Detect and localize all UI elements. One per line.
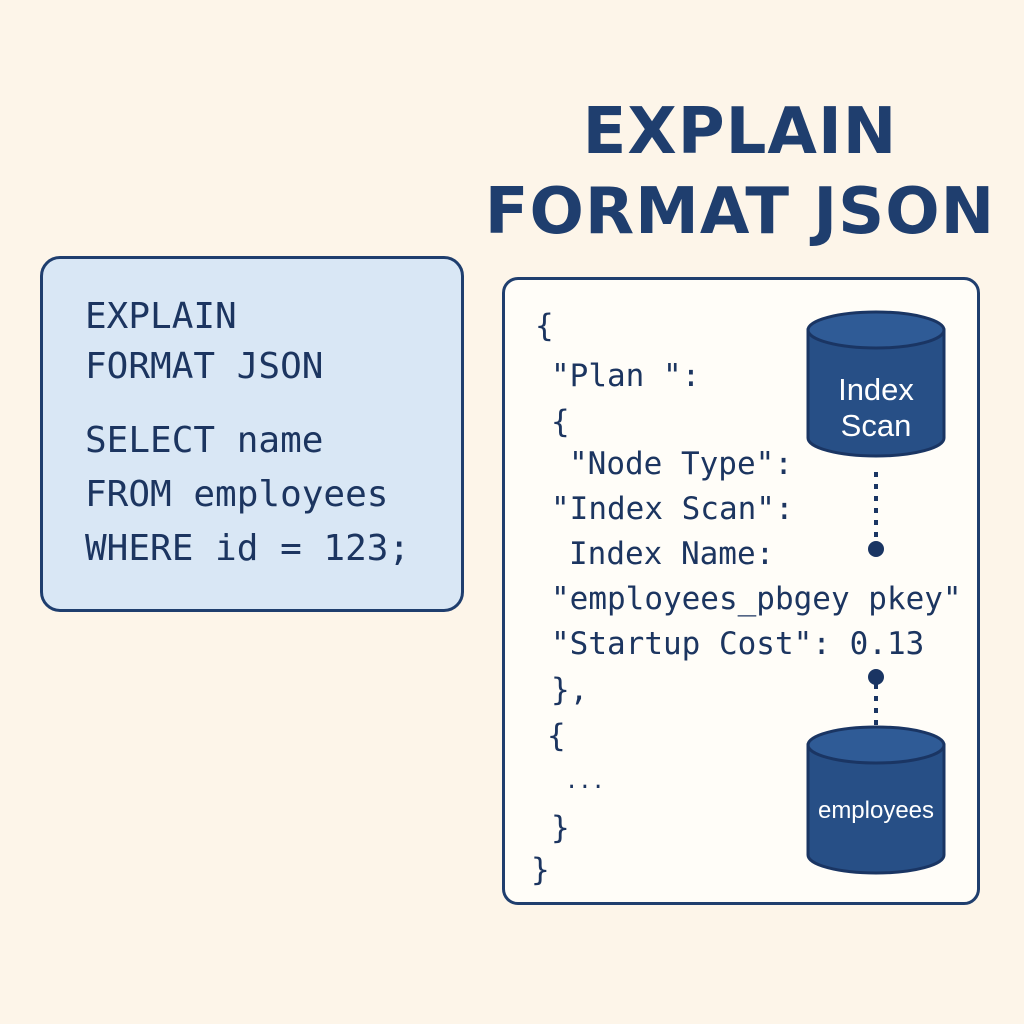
query-line: EXPLAIN (85, 296, 237, 337)
json-line: } (551, 810, 570, 846)
query-line: WHERE id = 123; (85, 528, 411, 569)
query-line: FROM employees (85, 474, 389, 515)
json-line: "Index Scan": (551, 491, 794, 527)
sql-query-panel: EXPLAIN FORMAT JSON SELECT name FROM emp… (40, 256, 464, 612)
title-line-2: FORMAT JSON (484, 175, 996, 249)
node-label-line: Scan (840, 408, 912, 443)
json-line: "employees_pbgey pkey" (551, 581, 962, 617)
json-line: ... (565, 769, 605, 794)
index-scan-node-label: Index Scan (808, 372, 944, 444)
json-line: { (535, 308, 554, 344)
page-title: EXPLAIN FORMAT JSON (470, 92, 1010, 252)
json-line: Index Name: (569, 536, 775, 572)
employees-node-label: employees (817, 797, 935, 824)
query-line: SELECT name (85, 420, 324, 461)
query-line: FORMAT JSON (85, 346, 324, 387)
json-line: { (547, 718, 566, 754)
title-line-1: EXPLAIN (582, 95, 898, 169)
json-line: "Plan ": (551, 358, 701, 394)
json-line: { (551, 404, 570, 440)
json-line: }, (551, 672, 589, 708)
node-label-line: Index (838, 372, 914, 407)
json-line: } (531, 852, 550, 888)
json-line: "Node Type": (569, 446, 793, 482)
json-line: "Startup Cost": 0.13 (551, 626, 925, 662)
